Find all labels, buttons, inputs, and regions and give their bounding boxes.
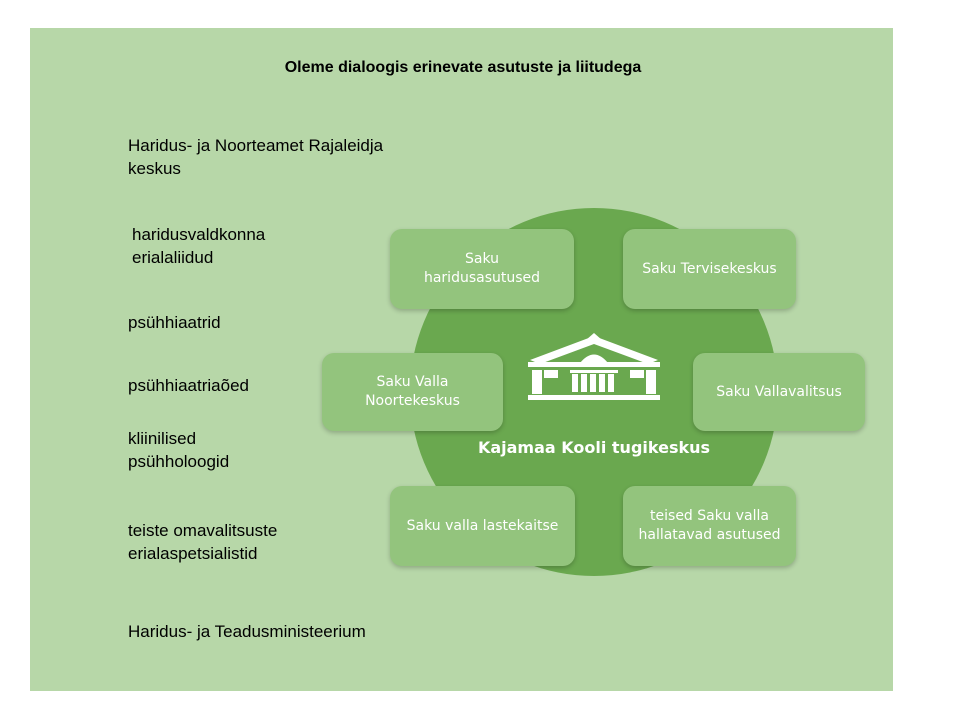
node-label: teised Saku valla hallatavad asutused: [638, 508, 781, 543]
node-teised-asutused: teised Saku valla hallatavad asutused: [623, 486, 796, 566]
partner-item: Haridus- ja Noorteamet Rajaleidja keskus: [128, 136, 384, 178]
partner-item: teiste omavalitsuste erialaspetsialistid: [128, 521, 278, 563]
node-saku-valla-lastekaitse: Saku valla lastekaitse: [390, 486, 575, 566]
diagram-title: Oleme dialoogis erinevate asutuste ja li…: [284, 59, 642, 76]
partner-item: Haridus- ja Teadusministeerium: [128, 622, 366, 641]
node-label: Saku haridusasutused: [423, 251, 541, 286]
node-saku-valla-noortekeskus: Saku Valla Noortekeskus: [322, 353, 503, 431]
node-saku-vallavalitsus: Saku Vallavalitsus: [693, 353, 865, 431]
partner-item: psühhiaatrid: [128, 313, 221, 332]
node-saku-tervisekeskus: Saku Tervisekeskus: [623, 229, 796, 309]
node-saku-haridusasutused: Saku haridusasutused: [390, 229, 574, 309]
node-label: Saku valla lastekaitse: [406, 517, 559, 534]
partner-item: psühhiaatriaõed: [128, 376, 249, 395]
node-label: Saku Tervisekeskus: [642, 260, 777, 277]
school-building-icon: [528, 333, 660, 400]
partner-item: kliinilised psühholoogid: [128, 429, 230, 471]
center-label: Kajamaa Kooli tugikeskus: [477, 438, 711, 457]
node-label: Saku Valla Noortekeskus: [365, 374, 460, 409]
partner-item: haridusvaldkonna erialaliidud: [132, 225, 266, 267]
node-label: Saku Vallavalitsus: [716, 383, 842, 400]
